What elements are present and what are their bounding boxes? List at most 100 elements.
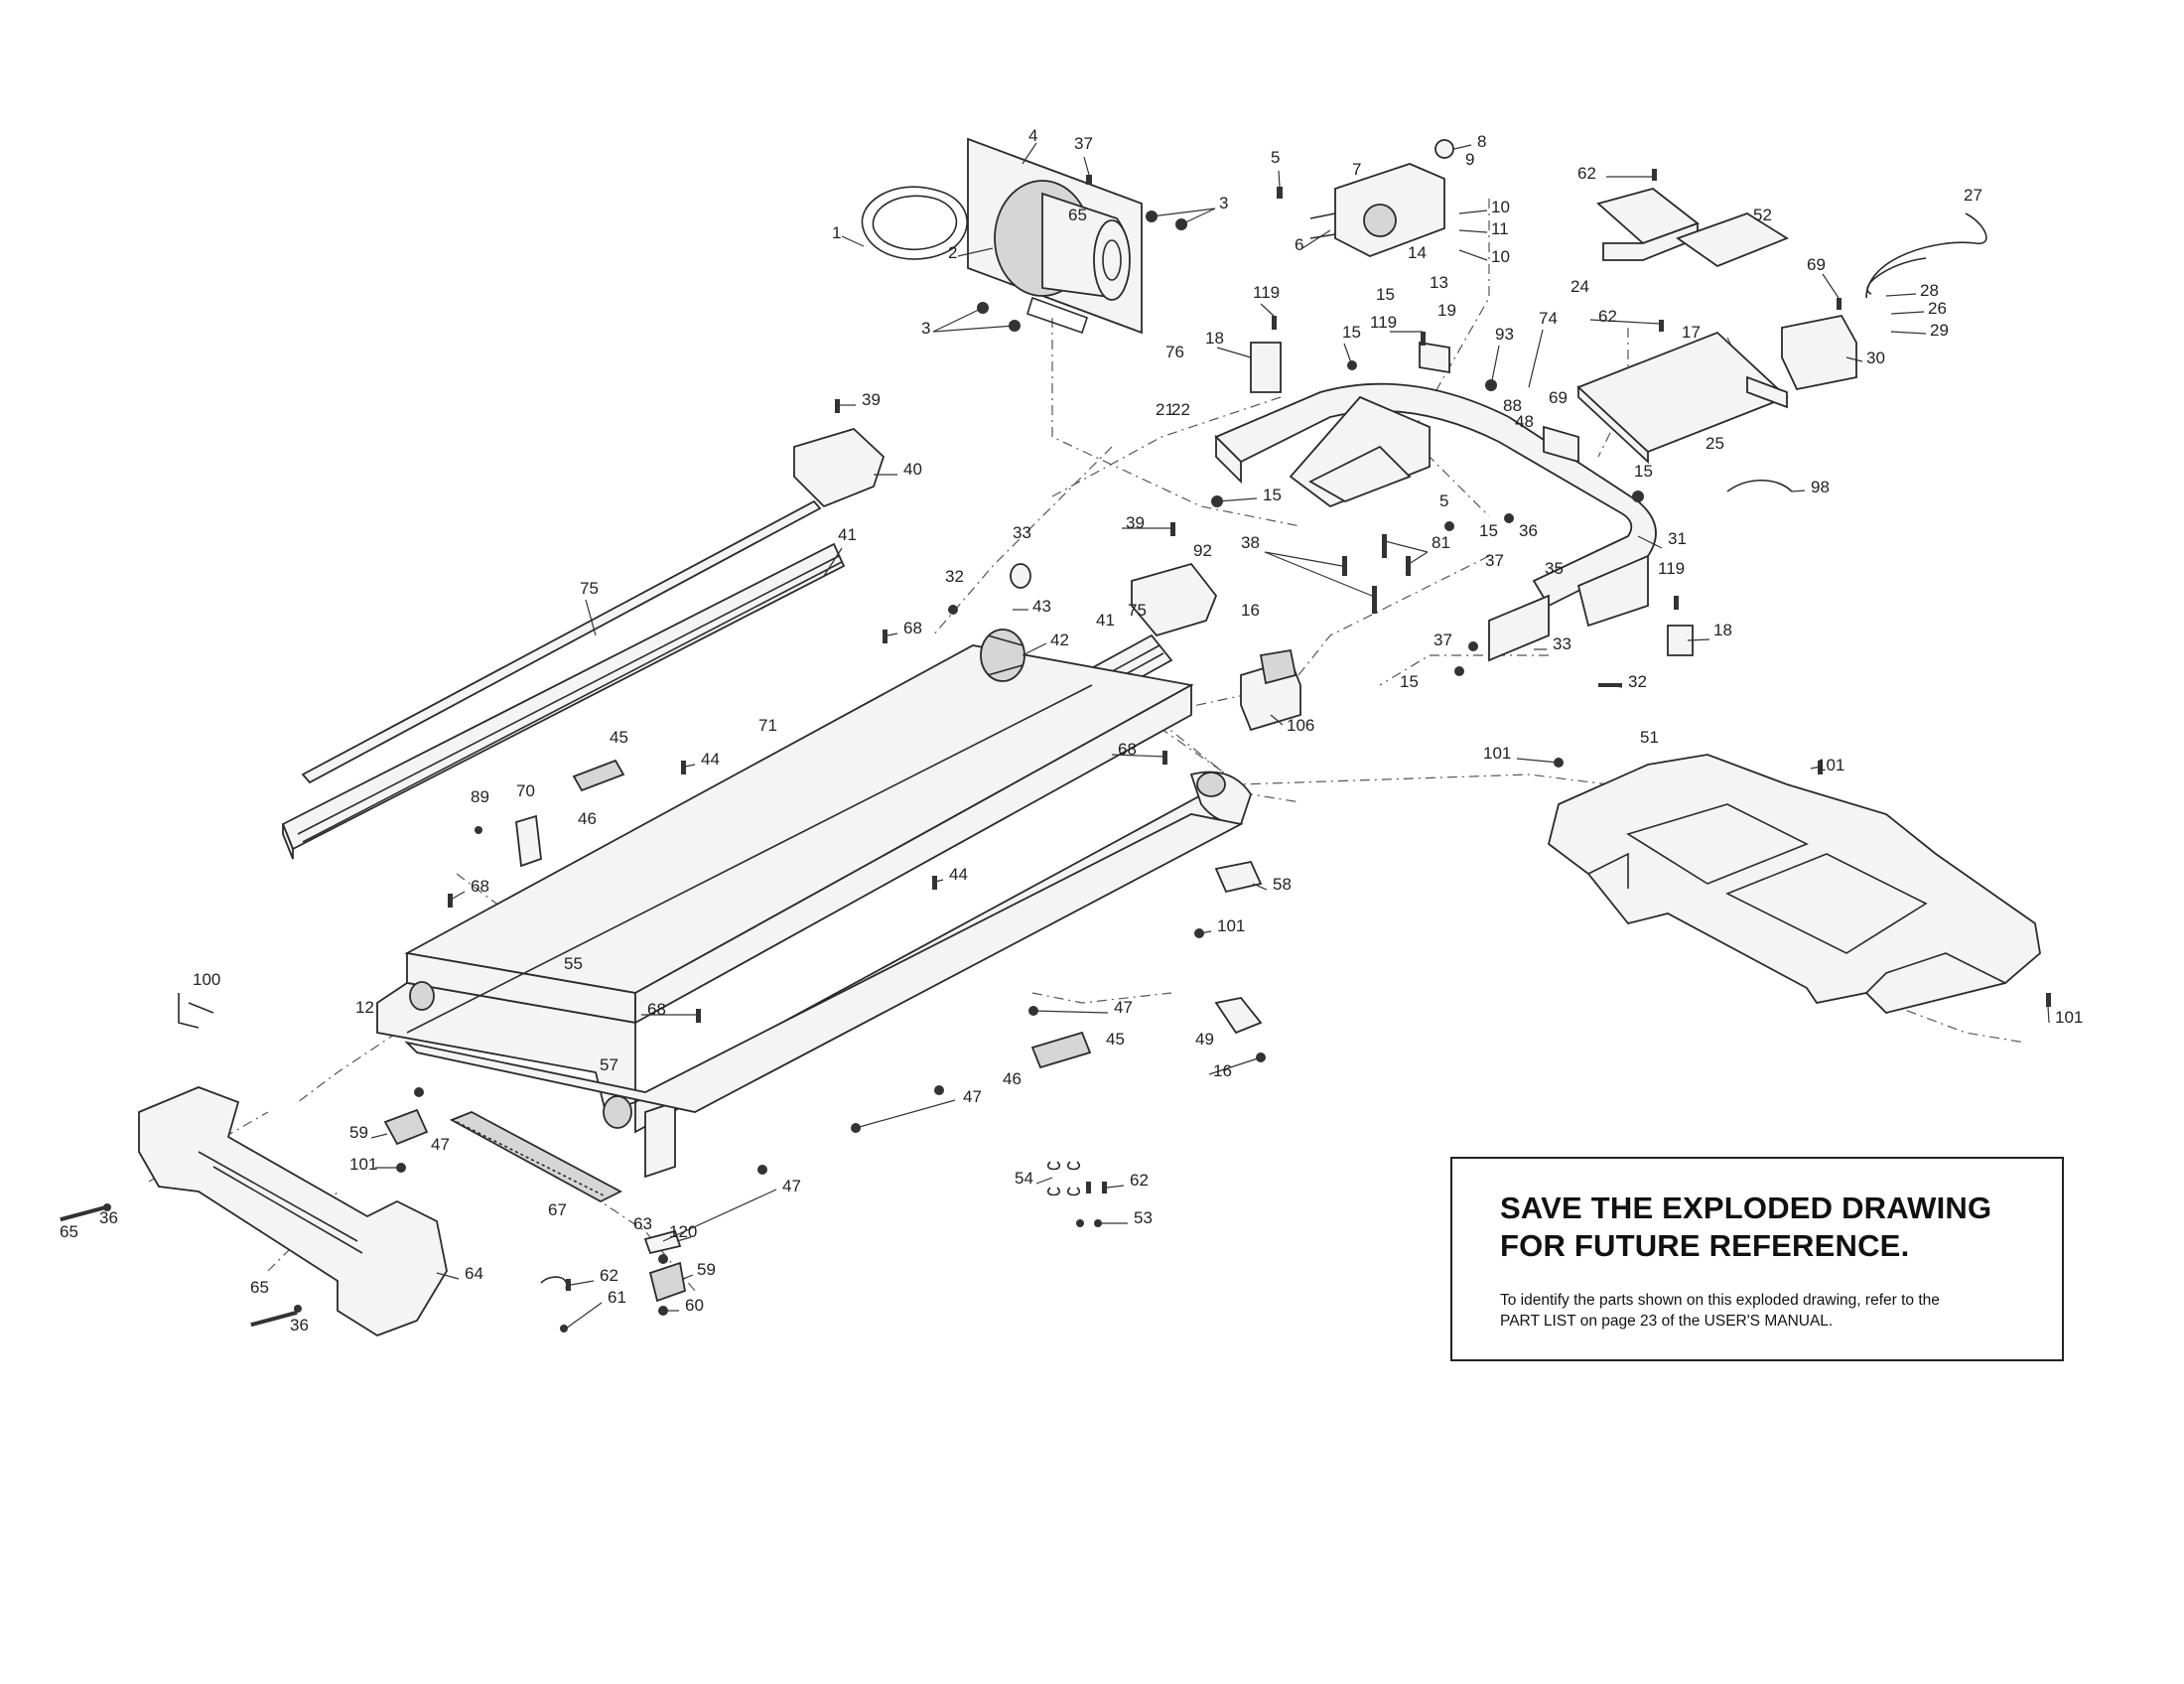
part-callout-76: 76	[1165, 343, 1184, 361]
leader-lines	[370, 142, 2050, 1330]
front-cover	[138, 1086, 448, 1336]
part-callout-101: 101	[1483, 744, 1511, 763]
part-callout-1: 1	[832, 223, 841, 242]
part-callout-69: 69	[1549, 388, 1568, 407]
deck-strip	[449, 1111, 622, 1203]
part-callout-89: 89	[471, 787, 489, 806]
part-callout-51: 51	[1640, 728, 1659, 747]
part-callout-98: 98	[1811, 478, 1830, 496]
part-callout-101: 101	[1217, 916, 1245, 935]
part-callout-31: 31	[1668, 529, 1687, 548]
part-callout-15: 15	[1342, 323, 1361, 342]
part-callout-35: 35	[1545, 559, 1564, 578]
left-rail	[281, 427, 886, 860]
part-callout-39: 39	[862, 390, 881, 409]
part-callout-17: 17	[1682, 323, 1701, 342]
part-callout-30: 30	[1866, 349, 1885, 367]
part-callout-62: 62	[1577, 164, 1596, 183]
part-callout-33: 33	[1553, 634, 1571, 653]
part-callout-119: 119	[1253, 283, 1280, 302]
part-callout-29: 29	[1930, 321, 1949, 340]
part-callout-47: 47	[431, 1135, 450, 1154]
part-callout-46: 46	[578, 809, 597, 828]
part-callout-4: 4	[1028, 126, 1037, 145]
part-callout-68: 68	[471, 877, 489, 896]
part-callout-3: 3	[921, 319, 930, 338]
part-callout-46: 46	[1003, 1069, 1022, 1088]
part-callout-10: 10	[1491, 247, 1510, 266]
part-callout-16: 16	[1213, 1061, 1232, 1080]
part-callout-68: 68	[647, 1000, 666, 1019]
part-callout-15: 15	[1400, 672, 1419, 691]
part-callout-32: 32	[945, 567, 964, 586]
part-callout-64: 64	[465, 1264, 483, 1283]
part-callout-36: 36	[99, 1208, 118, 1227]
part-callout-36: 36	[290, 1316, 309, 1334]
part-callout-37: 37	[1433, 631, 1452, 649]
part-callout-48: 48	[1515, 412, 1534, 431]
notice-body-line2: PART LIST on page 23 of the USER'S MANUA…	[1500, 1313, 1834, 1330]
part-callout-52: 52	[1753, 206, 1772, 224]
save-drawing-notice: SAVE THE EXPLODED DRAWING FOR FUTURE REF…	[1450, 1157, 2064, 1361]
part-callout-60: 60	[685, 1296, 704, 1315]
part-callout-42: 42	[1050, 631, 1069, 649]
part-callout-62: 62	[1598, 307, 1617, 326]
part-callout-41: 41	[1096, 611, 1115, 630]
part-callout-36: 36	[1519, 521, 1538, 540]
part-callout-25: 25	[1706, 434, 1724, 453]
part-callout-32: 32	[1628, 672, 1647, 691]
part-callout-65: 65	[60, 1222, 78, 1241]
notice-heading-line1: SAVE THE EXPLODED DRAWING	[1500, 1191, 1992, 1225]
part-callout-63: 63	[633, 1214, 652, 1233]
part-callout-59: 59	[697, 1260, 716, 1279]
part-callout-37: 37	[1485, 551, 1504, 570]
part-callout-100: 100	[193, 970, 220, 989]
part-callout-101: 101	[2055, 1008, 2083, 1027]
part-callout-44: 44	[949, 865, 968, 884]
part-callout-11: 11	[1491, 219, 1509, 238]
part-callout-22: 22	[1171, 400, 1190, 419]
part-callout-74: 74	[1539, 309, 1558, 328]
part-callout-68: 68	[1118, 740, 1137, 759]
part-callout-10: 10	[1491, 198, 1510, 216]
part-callout-88: 88	[1503, 396, 1522, 415]
part-callout-92: 92	[1193, 541, 1212, 560]
part-callout-106: 106	[1287, 716, 1314, 735]
part-callout-119: 119	[1658, 559, 1685, 578]
part-callout-61: 61	[608, 1288, 626, 1307]
part-callout-45: 45	[1106, 1030, 1125, 1049]
part-callout-93: 93	[1495, 325, 1514, 344]
motor-hood	[1547, 754, 2041, 1014]
part-callout-65: 65	[1068, 206, 1087, 224]
motor-controller	[1309, 139, 1454, 257]
part-callout-8: 8	[1477, 132, 1486, 151]
deck-frame	[376, 644, 1252, 1179]
base-frame	[1214, 341, 1694, 662]
front-pulley	[980, 563, 1031, 682]
part-callout-33: 33	[1013, 523, 1031, 542]
part-callout-27: 27	[1964, 186, 1982, 205]
part-callout-81: 81	[1432, 533, 1450, 552]
part-callout-5: 5	[1271, 148, 1280, 167]
part-callout-41: 41	[838, 525, 857, 544]
part-callout-49: 49	[1195, 1030, 1214, 1049]
part-callout-9: 9	[1465, 150, 1474, 169]
part-callout-47: 47	[1114, 998, 1133, 1017]
part-callout-75: 75	[1128, 601, 1147, 620]
part-callout-101: 101	[349, 1155, 377, 1174]
part-callout-15: 15	[1263, 486, 1282, 504]
part-callout-45: 45	[610, 728, 628, 747]
notice-heading-line2: FOR FUTURE REFERENCE.	[1500, 1228, 1910, 1263]
power-cord	[1726, 212, 1987, 492]
part-callout-12: 12	[355, 998, 374, 1017]
part-callout-40: 40	[903, 460, 922, 479]
part-callout-18: 18	[1713, 621, 1732, 639]
part-callout-7: 7	[1352, 160, 1361, 179]
part-callout-21: 21	[1156, 400, 1174, 419]
part-callout-101: 101	[1817, 756, 1844, 774]
part-callout-65: 65	[250, 1278, 269, 1297]
part-callout-70: 70	[516, 781, 535, 800]
part-callout-39: 39	[1126, 513, 1145, 532]
